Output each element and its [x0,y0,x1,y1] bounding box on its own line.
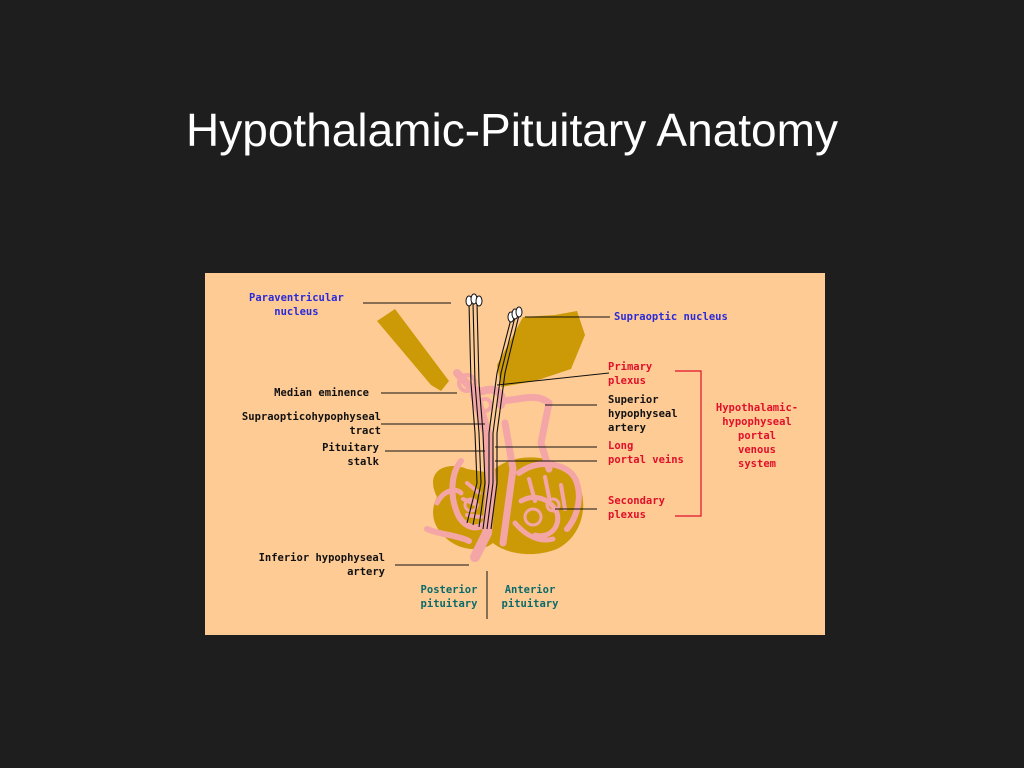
label-superior-hypophyseal-artery: Superior hypophyseal artery [608,394,678,434]
label-anterior-pituitary: Anterior pituitary [501,584,559,610]
vascular-network [424,369,582,562]
label-median-eminence: Median eminence [274,387,369,399]
label-posterior-pituitary: Posterior pituitary [420,584,478,610]
label-secondary-plexus: Secondary plexus [608,495,665,521]
label-paraventricular-nucleus: Paraventricular nucleus [249,292,344,318]
nerve-fibers [466,302,520,530]
leader-lines [363,302,610,619]
slide-title: Hypothalamic-Pituitary Anatomy [186,104,838,156]
label-primary-plexus: Primary plexus [608,361,653,387]
third-ventricle-floor-tissue [497,311,585,387]
label-supraopticohypophyseal-tract: Supraopticohypophyseal tract [241,411,381,437]
neuron-cell-bodies [465,293,523,323]
label-portal-venous-system: Hypothalamic- hypophyseal portal venous … [715,402,799,470]
label-inferior-hypophyseal-artery: Inferior hypophyseal artery [258,552,385,578]
hypothalamus-tissue [377,309,449,391]
label-supraoptic-nucleus: Supraoptic nucleus [614,311,728,323]
label-long-portal-veins: Long portal veins [608,440,684,466]
anatomy-diagram: Paraventricular nucleus Supraoptic nucle… [205,273,825,635]
portal-system-bracket [675,370,702,517]
anatomy-illustration [363,293,702,619]
label-pituitary-stalk: Pituitary stalk [322,442,379,468]
